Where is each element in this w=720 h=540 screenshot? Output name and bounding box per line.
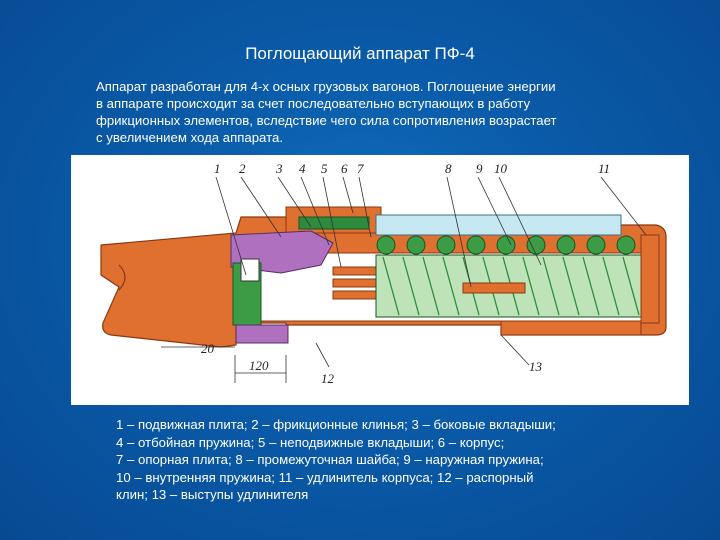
slide-title: Поглощающий аппарат ПФ-4	[245, 44, 475, 63]
legend-line: 10 – внутренняя пружина; 11 – удлинитель…	[116, 469, 534, 485]
legend-line: клин; 13 – выступы удлинителя	[116, 487, 309, 502]
intro-paragraph: Аппарат разработан для 4-х осных грузовы…	[96, 78, 676, 146]
outer-spring	[376, 235, 636, 255]
callout-9: 9	[476, 161, 483, 176]
dimension-20: 20	[201, 341, 215, 356]
intro-line: в аппарате происходит за счет последоват…	[96, 96, 531, 111]
extension-top	[375, 214, 622, 236]
spacer-wedge	[235, 324, 289, 344]
callouts-top: 1 2 3 4 5 6 7 8 9 10 11	[214, 161, 610, 176]
legend-line: 7 – опорная плита; 8 – промежуточная шай…	[116, 452, 544, 467]
callout-11: 11	[598, 161, 610, 176]
leader-lines	[161, 176, 647, 383]
plate-white-block	[240, 258, 260, 282]
callout-12: 12	[321, 371, 335, 386]
legend-line: 1 – подвижная плита; 2 – фрикционные кли…	[116, 417, 556, 432]
callout-10: 10	[494, 161, 508, 176]
callout-2: 2	[239, 161, 246, 176]
head-notch	[118, 264, 126, 291]
callout-6: 6	[341, 161, 348, 176]
liner-stack	[332, 266, 382, 300]
technical-drawing: 1 2 3 4 5 6 7 8 9 10 11 12 13 20 120	[71, 155, 689, 405]
absorber-cross-section: 1 2 3 4 5 6 7 8 9 10 11 12 13 20 120	[100, 161, 667, 386]
dimension-120: 120	[249, 358, 269, 373]
intro-line: Аппарат разработан для 4-х осных грузовы…	[96, 79, 556, 94]
callout-8: 8	[445, 161, 452, 176]
callout-7: 7	[357, 161, 364, 176]
callout-3: 3	[275, 161, 283, 176]
intro-line: фрикционных элементов, вследствие чего с…	[96, 113, 557, 128]
callout-13: 13	[529, 359, 543, 374]
legend: 1 – подвижная плита; 2 – фрикционные кли…	[116, 416, 696, 504]
intro-line: с увеличением хода аппарата.	[96, 130, 283, 145]
extension-end	[640, 234, 660, 324]
green-liner-top	[298, 216, 370, 230]
callout-4: 4	[299, 161, 306, 176]
intermediate-washer	[462, 282, 526, 294]
callout-1: 1	[214, 161, 221, 176]
legend-line: 4 – отбойная пружина; 5 – неподвижные вк…	[116, 434, 505, 450]
callout-5: 5	[321, 161, 328, 176]
extension-ledge	[500, 320, 642, 336]
